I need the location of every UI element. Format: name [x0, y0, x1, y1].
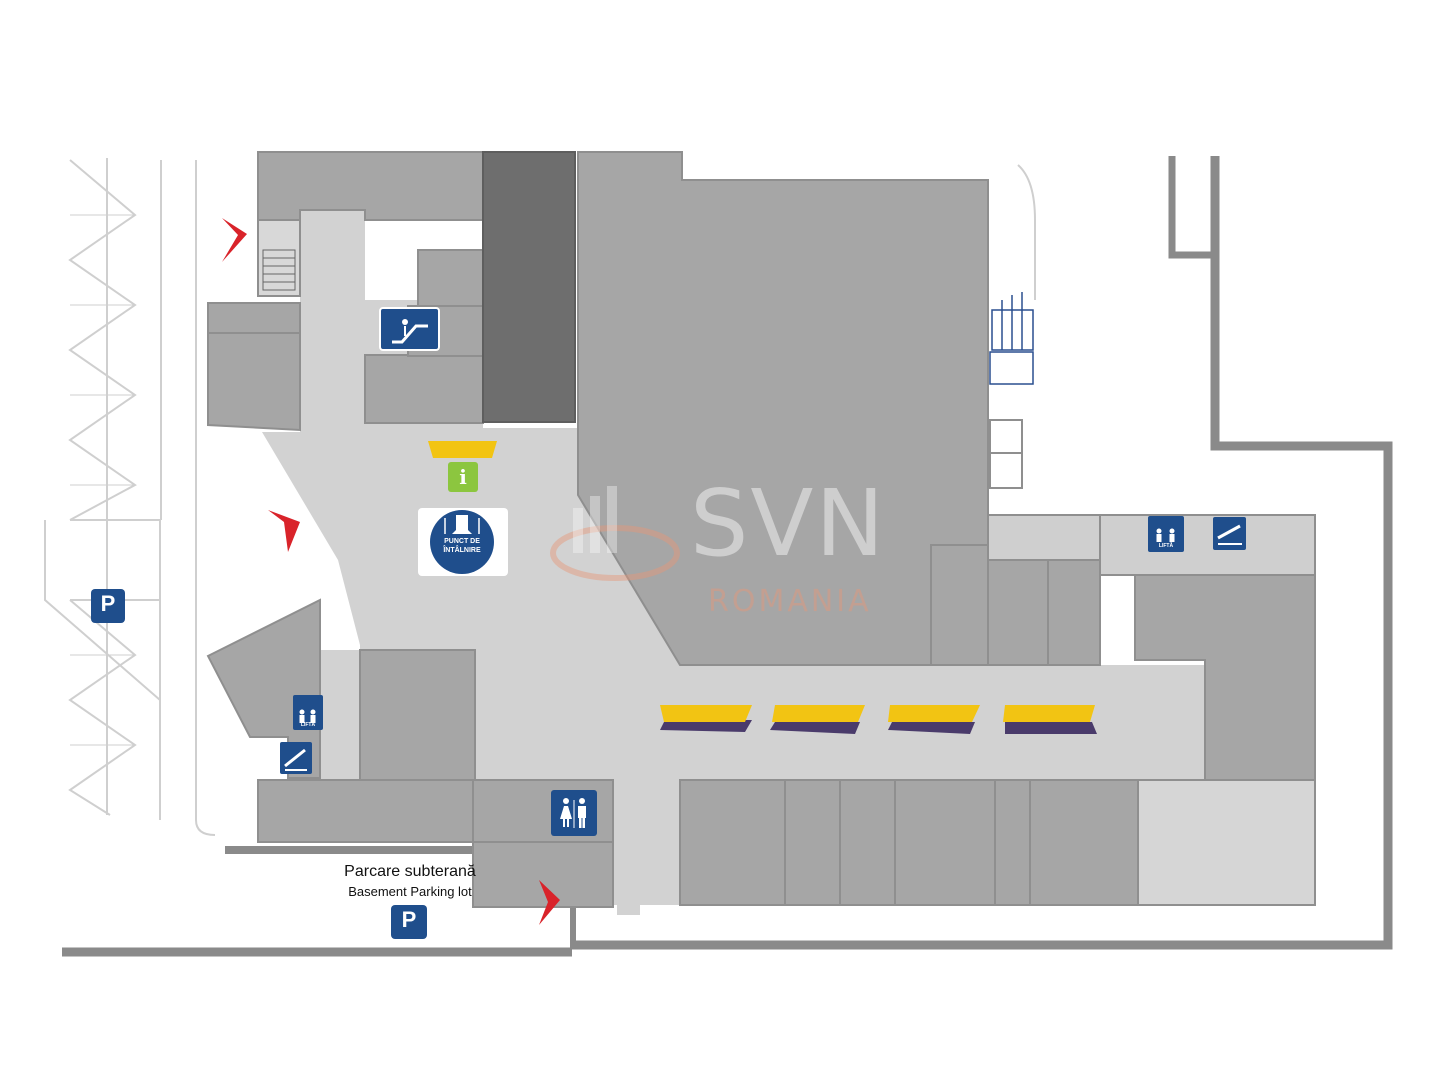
kiosk: [1003, 705, 1097, 734]
service-room-right: [1099, 514, 1316, 576]
kiosk: [770, 705, 865, 734]
entrance-arrow-icon: [268, 510, 300, 552]
service-room: [987, 514, 1101, 561]
watermark-brand: SVN: [690, 470, 887, 577]
meeting-point-label-2: ÎNTÂLNIRE: [443, 547, 481, 554]
lift-sign-left: [293, 695, 323, 730]
restroom-sign: [551, 790, 597, 836]
parking-sign-outdoor: [91, 589, 125, 623]
parking-sign-basement: [391, 905, 427, 939]
travelator-icon: [1217, 524, 1241, 540]
lift-label-right: LIFTĂ: [1158, 543, 1174, 549]
restroom-icon: [560, 798, 586, 828]
escalator-icon: [392, 324, 428, 344]
meeting-point-label-1: PUNCT DE: [444, 538, 480, 545]
restroom-block-right: [989, 419, 1023, 489]
kiosk: [660, 705, 752, 732]
unit-light: [1137, 779, 1316, 906]
parking-letter-basement: P: [401, 907, 417, 932]
kiosk: [888, 705, 980, 734]
travelator-sign-left: [280, 742, 312, 774]
info-letter: i: [459, 465, 467, 489]
travelator-icon: [284, 748, 306, 768]
meeting-point-icon: [452, 515, 472, 534]
outer-boundary: [62, 156, 1393, 957]
info-sign: [448, 462, 478, 492]
basement-parking-title: Parcare subterană: [344, 863, 476, 880]
stairs-left: [262, 249, 296, 291]
lift-sign-right: [1148, 516, 1184, 552]
stairs-right: [989, 292, 1034, 385]
entrance-arrow-icon: [539, 880, 560, 925]
entrance-arrows: [222, 218, 560, 925]
escalator-sign: [379, 307, 440, 351]
meeting-point-sign: [418, 508, 508, 576]
parking-letter-outdoor: P: [100, 591, 116, 616]
entrance-arrow-icon: [222, 218, 247, 262]
travelator-sign-right: [1213, 517, 1246, 550]
unit-dark-anchor: [482, 151, 576, 423]
basement-parking-subtitle: Basement Parking lot: [348, 884, 472, 899]
driveway-curve: [1017, 164, 1036, 300]
watermark-logo: [550, 486, 680, 581]
kiosk-top: [428, 441, 497, 458]
kiosks: [428, 441, 1097, 734]
lift-label-left: LIFTĂ: [300, 722, 316, 728]
watermark-sub: ROMANIA: [708, 584, 872, 619]
outdoor-parking-lot: [44, 158, 216, 836]
